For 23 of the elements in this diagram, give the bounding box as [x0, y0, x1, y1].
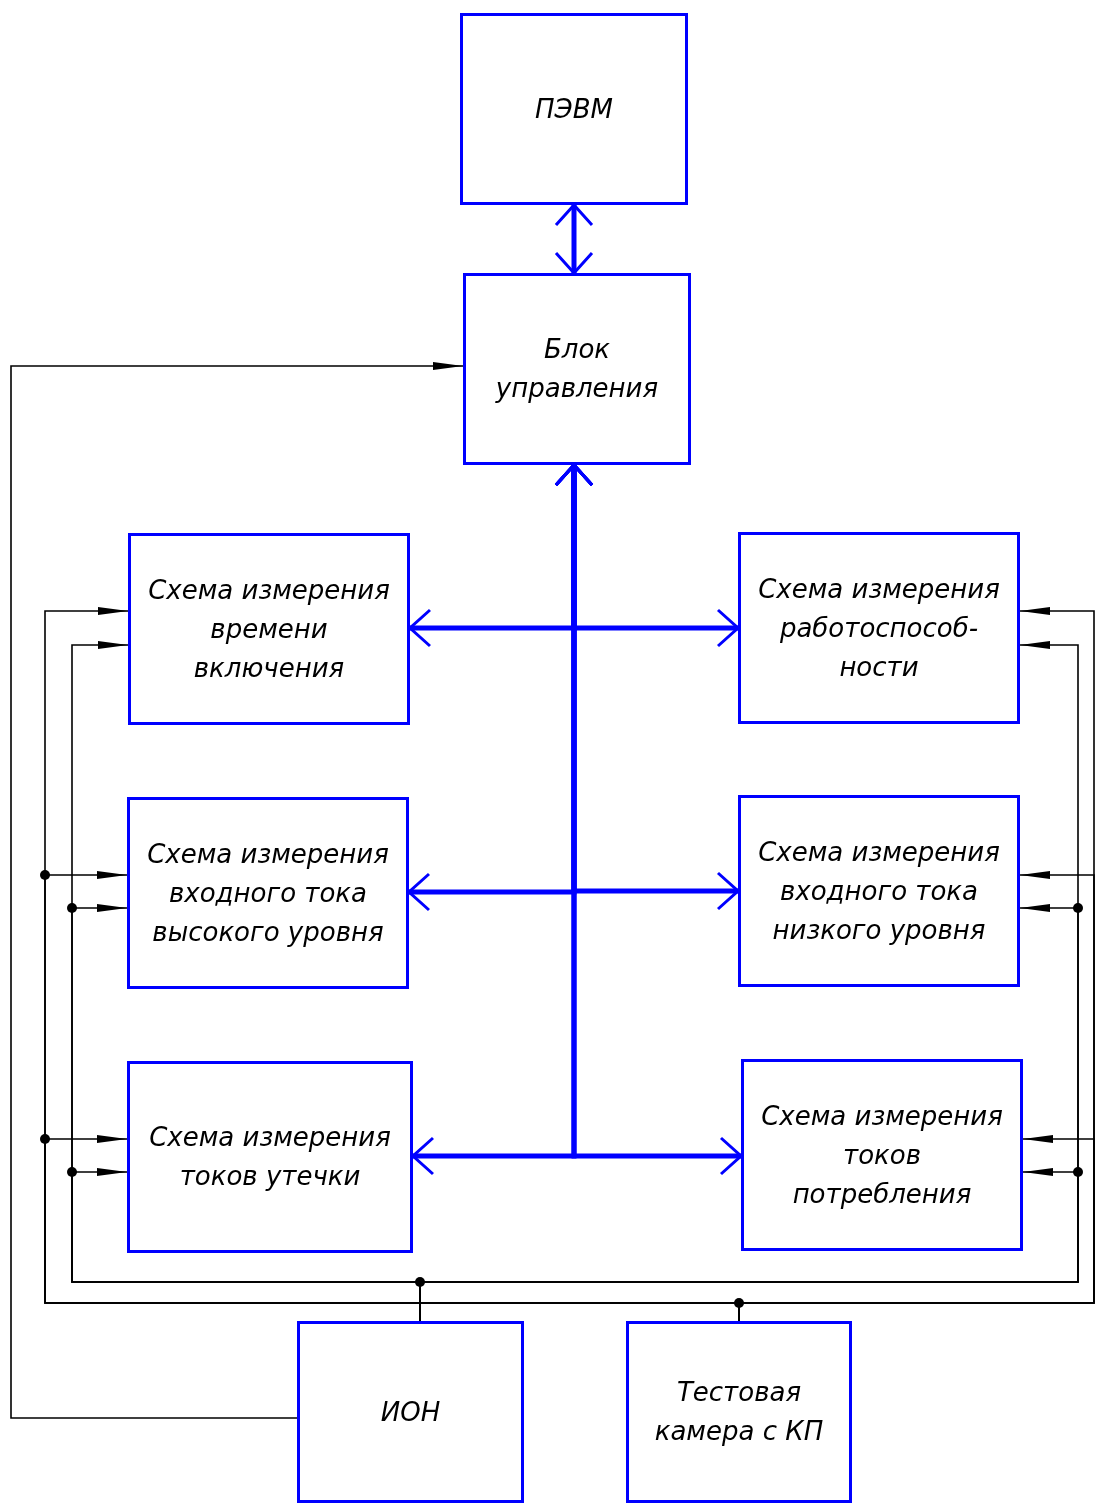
bus-arrow: [554, 203, 594, 275]
box-label: Схема измерения времени включения: [147, 573, 391, 685]
process-box: [127, 1061, 413, 1253]
process-box: [128, 533, 410, 725]
process-box: [297, 1321, 524, 1503]
arrow: [10, 362, 464, 1419]
box-label: Тестовая камера с КП: [653, 1376, 825, 1448]
box-label: Схема измерения работоспособ- ности: [757, 572, 1001, 684]
box-label: ИОН: [380, 1395, 441, 1429]
box-label: Схема измерения входного тока низкого уровня: [757, 835, 1001, 947]
bus-arrow: [554, 463, 743, 1176]
process-box: [463, 273, 691, 465]
process-box: [127, 797, 409, 989]
box-label: ПЭВМ: [535, 92, 613, 126]
process-box: [460, 13, 688, 205]
box-label: Схема измерения токов потребления: [760, 1099, 1004, 1211]
process-box: [738, 532, 1020, 724]
box-label: Блок управления: [494, 333, 660, 405]
box-label: Схема измерения входного тока высокого уровня: [146, 837, 390, 949]
box-label: Схема измерения токов утечки: [148, 1121, 392, 1193]
process-box: [738, 795, 1020, 987]
process-box: [741, 1059, 1023, 1251]
process-box: [626, 1321, 852, 1503]
